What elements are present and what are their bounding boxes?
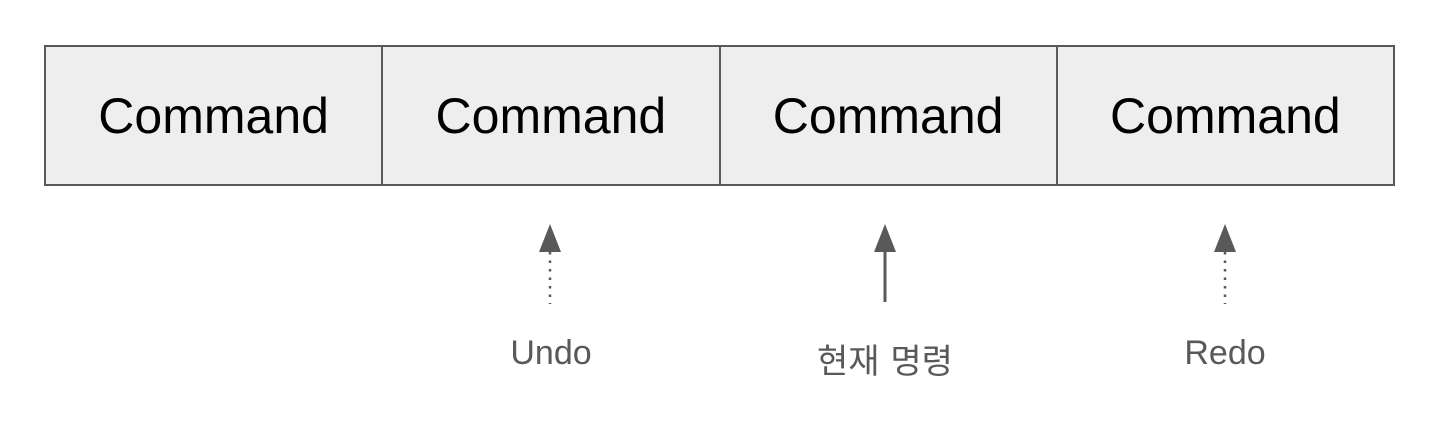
command-history: Command Command Command Command bbox=[44, 45, 1395, 186]
current-command-label: 현재 명령 bbox=[817, 342, 953, 382]
command-cell-2: Command bbox=[383, 47, 721, 184]
command-label: Command bbox=[772, 87, 1004, 144]
command-cell-4: Command bbox=[1058, 47, 1393, 184]
undo-pointer-arrow bbox=[530, 222, 570, 306]
command-cell-1: Command bbox=[46, 47, 384, 184]
command-label: Command bbox=[98, 87, 329, 144]
redo-pointer-arrow bbox=[1205, 222, 1245, 306]
current-command-pointer-arrow bbox=[865, 222, 905, 306]
undo-label: Undo bbox=[510, 334, 592, 372]
command-label: Command bbox=[435, 87, 667, 144]
command-cell-3: Command bbox=[721, 47, 1058, 184]
command-label: Command bbox=[1110, 87, 1341, 144]
redo-label: Redo bbox=[1184, 334, 1266, 372]
